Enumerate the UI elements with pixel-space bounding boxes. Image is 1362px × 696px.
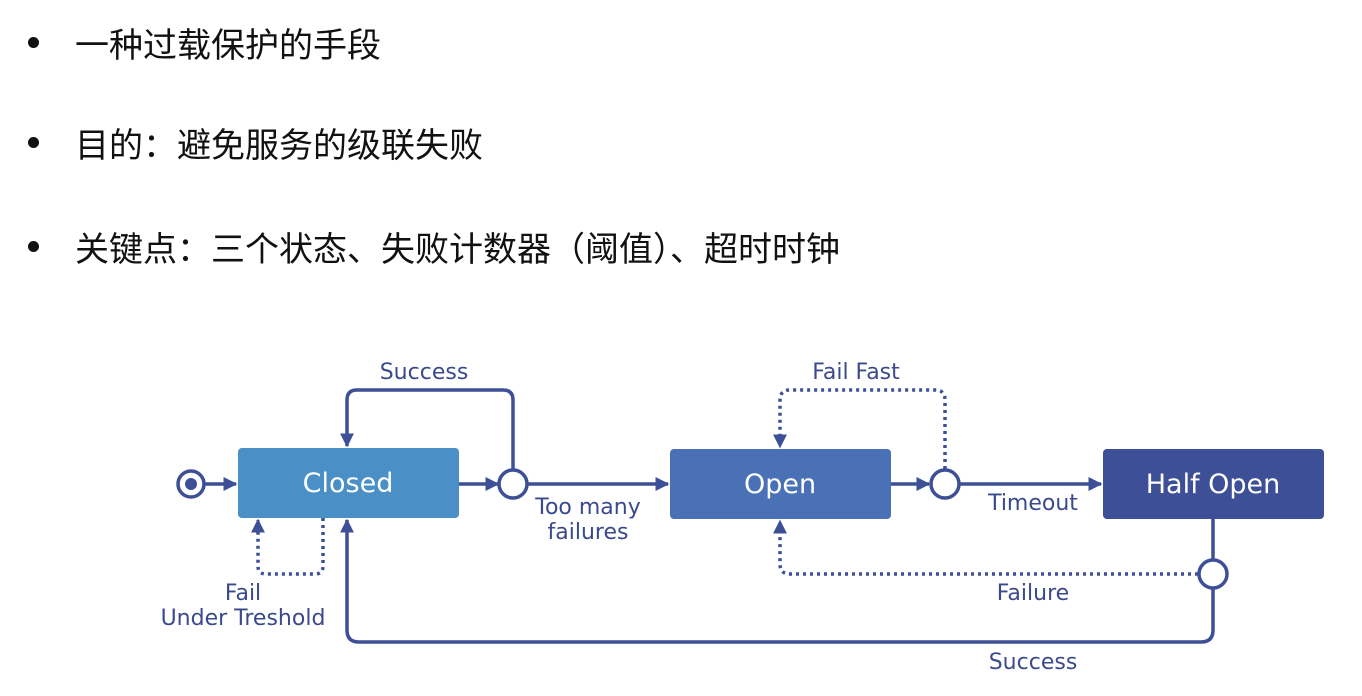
- bullet-dot: [28, 37, 39, 48]
- junction-closed: [497, 468, 529, 500]
- state-open: Open: [670, 449, 891, 519]
- bullet-dot: [28, 241, 39, 252]
- failure-back-arrow: [773, 519, 1198, 576]
- state-half-open-label: Half Open: [1146, 469, 1281, 500]
- fail-under-threshold-loop: [251, 518, 325, 576]
- state-closed-box: [238, 448, 459, 518]
- label-failure: Failure: [997, 581, 1069, 606]
- state-open-label: Open: [744, 469, 816, 500]
- state-half-open: Half Open: [1103, 449, 1324, 519]
- state-half-open-box: [1103, 449, 1324, 519]
- bullet-item-1: 一种过载保护的手段: [28, 18, 381, 67]
- bullet-item-2: 目的：避免服务的级联失败: [28, 118, 483, 167]
- label-failures: failures: [548, 520, 629, 545]
- label-fail-fast: Fail Fast: [812, 360, 900, 385]
- label-too-many: Too many: [534, 495, 641, 520]
- bullet-dot: [28, 137, 39, 148]
- bullet-item-3: 关键点：三个状态、失败计数器（阈值）、超时时钟: [28, 222, 840, 271]
- half-open-success-arrow: [340, 518, 1215, 644]
- start-node: [176, 469, 206, 499]
- state-closed-label: Closed: [303, 468, 394, 499]
- label-half-open-success: Success: [989, 650, 1078, 675]
- label-closed-success: Success: [380, 360, 469, 385]
- label-fail: Fail: [225, 581, 261, 606]
- junction-half-open: [1197, 558, 1229, 590]
- bullet-text: 关键点：三个状态、失败计数器（阈值）、超时时钟: [75, 230, 840, 270]
- bullet-text: 一种过载保护的手段: [75, 26, 381, 66]
- junction-open: [929, 468, 961, 500]
- state-open-box: [670, 449, 891, 519]
- label-timeout: Timeout: [987, 491, 1078, 516]
- state-closed: Closed: [238, 448, 459, 518]
- closed-success-loop: [340, 388, 515, 469]
- label-under-threshold: Under Treshold: [161, 606, 326, 631]
- bullet-text: 目的：避免服务的级联失败: [75, 126, 483, 166]
